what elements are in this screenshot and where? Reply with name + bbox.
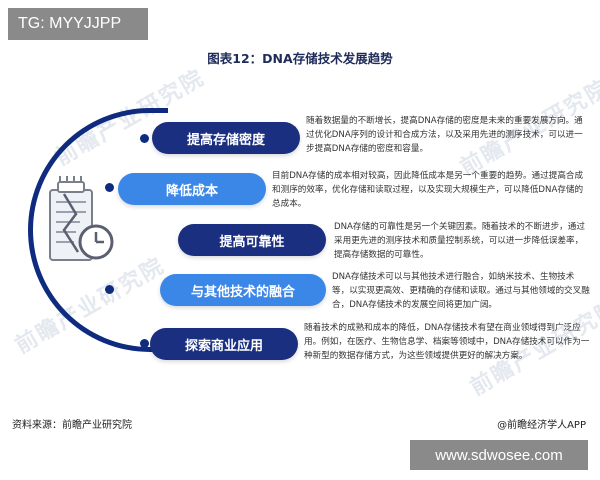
trend-description-density: 随着数据量的不断增长，提高DNA存储的密度是未来的重要发展方向。通过优化DNA序… <box>306 116 583 154</box>
memory-chip-clock-icon <box>20 172 140 292</box>
trend-pill-reliability: 提高可靠性 <box>178 224 326 256</box>
trend-description-cost: 目前DNA存储的成本相对较高，因此降低成本是另一个重要的趋势。通过提高合成和测序… <box>272 171 584 209</box>
trend-pill-density: 提高存储密度 <box>152 122 300 154</box>
source-note: 资料来源：前瞻产业研究院 <box>12 420 132 431</box>
trend-description-reliability: DNA存储的可靠性是另一个关键因素。随着技术的不断进步，通过采用更先进的测序技术… <box>334 222 585 260</box>
trend-description-commercial: 随着技术的成熟和成本的降低，DNA存储技术有望在商业领域得到广泛应用。例如，在医… <box>304 323 590 361</box>
figure-title: 图表12：DNA存储技术发展趋势 <box>207 51 393 66</box>
arc-node <box>140 134 149 143</box>
trend-description-fusion: DNA存储技术可以与其他技术进行融合，如纳米技术、生物技术等，以实现更高效、更精… <box>332 272 590 310</box>
arc-node <box>105 285 114 294</box>
trend-pill-cost: 降低成本 <box>118 173 266 205</box>
site-overlay-badge: www.sdwosee.com <box>410 440 588 470</box>
tg-overlay-badge: TG: MYYJJPP <box>8 8 148 40</box>
trend-pill-commercial: 探索商业应用 <box>150 328 298 360</box>
trend-pill-fusion: 与其他技术的融合 <box>160 274 326 306</box>
arc-node <box>140 339 149 348</box>
publisher-credit: @前瞻经济学人APP <box>497 420 586 431</box>
arc-node <box>105 183 114 192</box>
